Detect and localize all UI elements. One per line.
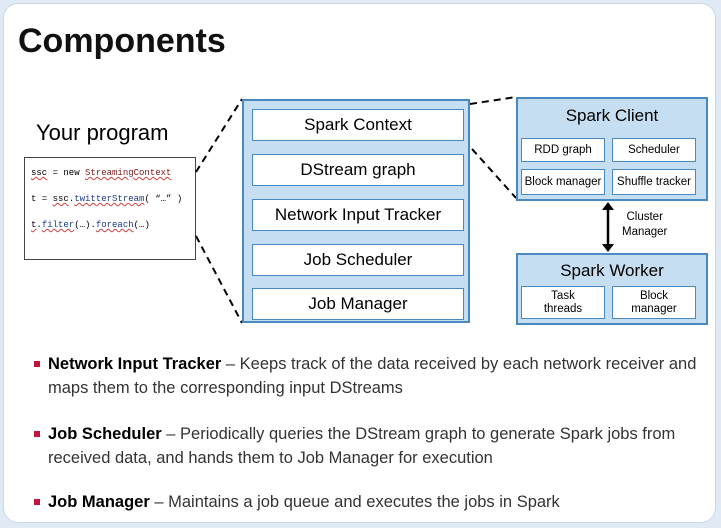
bullet-text: Job Scheduler – Periodically queries the… <box>34 422 704 470</box>
bullet-marker <box>34 431 40 437</box>
cluster-manager-label: Cluster Manager <box>622 210 667 240</box>
bullet-description: – Maintains a job queue and executes the… <box>149 493 560 511</box>
code-token: . <box>36 220 42 230</box>
slide-title: Components <box>18 22 226 60</box>
code-token: t <box>31 220 37 230</box>
code-line-1: ssc = new StreamingContext <box>31 168 195 194</box>
spark-client-title: Spark Client <box>565 106 659 125</box>
arrow-head-down <box>602 244 614 252</box>
block-manager-line: Block <box>639 289 669 302</box>
code-token: = new <box>47 168 86 178</box>
zoom-line-top <box>195 98 243 173</box>
code-token: ssc <box>52 194 69 204</box>
zoom-line-bottom <box>195 235 243 324</box>
client-line-top <box>469 96 517 105</box>
bullet-marker <box>34 499 40 505</box>
bullet-term: Job Manager <box>48 493 150 511</box>
code-token: . <box>68 194 75 204</box>
bullet-job-scheduler: Job Scheduler – Periodically queries the… <box>34 422 704 470</box>
scheduler-box: Scheduler <box>612 138 696 162</box>
spark-context-box: Spark Context <box>252 109 464 141</box>
bullet-marker <box>34 361 40 367</box>
bullet-network-input-tracker: Network Input Tracker – Keeps track of t… <box>34 352 704 400</box>
worker-block-manager-box: Block manager <box>612 286 696 319</box>
client-line-bottom <box>463 139 517 199</box>
code-line-3: t.filter(…).foreach(…) <box>31 220 195 246</box>
cluster-manager-line: Manager <box>622 226 668 238</box>
code-token: (…) <box>133 220 150 230</box>
spark-worker-title: Spark Worker <box>560 261 664 280</box>
block-manager-line: manager <box>631 302 677 315</box>
bullet-job-manager: Job Manager – Maintains a job queue and … <box>34 490 704 514</box>
dstream-graph-box: DStream graph <box>252 154 464 186</box>
rdd-graph-box: RDD graph <box>521 138 605 162</box>
code-token: twitterStream <box>74 194 145 204</box>
code-token: filter <box>41 220 75 230</box>
network-input-tracker-box: Network Input Tracker <box>252 199 464 231</box>
task-threads-box: Task threads <box>521 286 605 319</box>
code-token: foreach <box>95 220 134 230</box>
code-token: StreamingContext <box>85 168 172 178</box>
block-manager-box: Block manager <box>521 169 605 195</box>
arrow-head-up <box>602 202 614 210</box>
code-token: (…). <box>74 220 96 230</box>
cluster-manager-line: Cluster <box>626 211 663 223</box>
bullet-term: Network Input Tracker <box>48 355 222 373</box>
task-threads-line: threads <box>543 302 583 315</box>
shuffle-tracker-box: Shuffle tracker <box>612 169 696 195</box>
bullet-description: – Keeps track of the data received by ea… <box>48 355 697 397</box>
job-scheduler-box: Job Scheduler <box>252 244 464 276</box>
your-program-label: Your program <box>36 120 169 145</box>
code-token: ssc <box>31 168 48 178</box>
job-manager-box: Job Manager <box>252 288 464 320</box>
task-threads-line: Task <box>551 289 575 302</box>
bullet-text: Network Input Tracker – Keeps track of t… <box>34 352 704 400</box>
code-line-2: t = ssc.twitterStream( “…” ) <box>31 194 195 220</box>
bullet-term: Job Scheduler <box>48 425 162 443</box>
code-token: ( “…” ) <box>144 194 183 204</box>
bullet-text: Job Manager – Maintains a job queue and … <box>34 490 704 514</box>
code-token: t = <box>31 194 53 204</box>
bullet-description: – Periodically queries the DStream graph… <box>48 425 676 467</box>
code-snippet: ssc = new StreamingContext t = ssc.twitt… <box>24 157 196 260</box>
